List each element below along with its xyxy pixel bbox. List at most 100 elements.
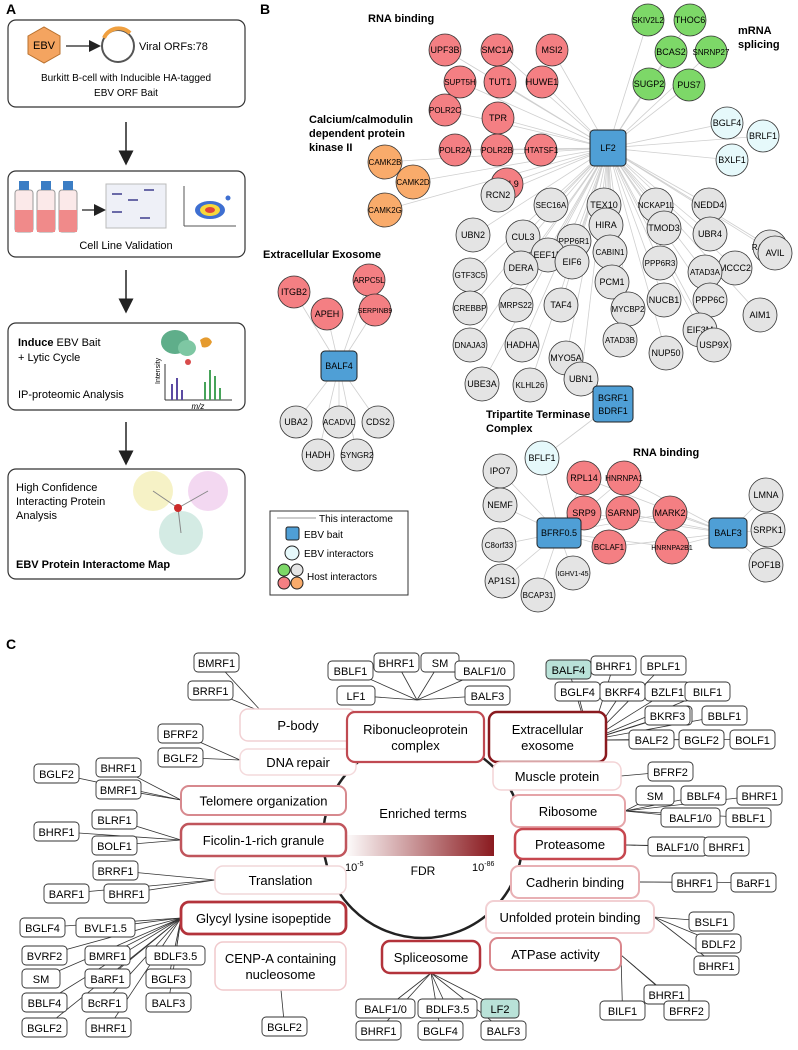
node-uba2 xyxy=(279,405,313,439)
node-nemf xyxy=(482,487,518,523)
node-brlf1 xyxy=(746,119,780,153)
gene-tag-label-dna-bfrf2: BFRF2 xyxy=(163,729,198,741)
node-label-serpinb9: SERPINB9 xyxy=(358,308,393,315)
gene-tag-label-ribo-lf1: LF1 xyxy=(347,691,366,703)
node-ppp6r3 xyxy=(642,245,678,281)
gene-tag-label-glyc-bvrf2: BVRF2 xyxy=(27,951,62,963)
term-ribosome xyxy=(510,794,626,828)
network-cluster-icon xyxy=(133,471,228,555)
gene-tag-label-glyc-bmrf1: BMRF1 xyxy=(89,951,126,963)
node-label-cds2: CDS2 xyxy=(366,417,390,427)
gene-tag-label-exo-balf2: BALF2 xyxy=(635,735,669,747)
node-hnrnpa2b1 xyxy=(654,529,690,565)
gene-tag-label-glyc-bhrf1: BHRF1 xyxy=(90,1023,126,1035)
ebv-label: EBV xyxy=(33,40,56,52)
gene-tag-exo-bilf1 xyxy=(684,681,731,702)
gene-tag-unf-bhrf1 xyxy=(693,955,740,976)
gene-tag-label-muscle-bfrf2: BFRF2 xyxy=(653,767,688,779)
term-label-spliceosome: Spliceosome xyxy=(394,950,468,965)
node-supt5h xyxy=(443,65,477,99)
node-tut1 xyxy=(483,65,517,99)
gene-tag-label-pbody-bmrf1: BMRF1 xyxy=(198,658,235,670)
edge xyxy=(580,147,609,380)
gene-tag-glyc-bdlf3-5 xyxy=(145,945,206,966)
node-ighv1-45 xyxy=(555,555,591,591)
gene-tag-glyc-bvrf2 xyxy=(21,945,68,966)
node-label-lmna: LMNA xyxy=(753,490,778,500)
node-label-nckap1l: NCKAP1L xyxy=(638,201,675,210)
node-label-srp9: SRP9 xyxy=(572,508,596,518)
legend-line-label: This interactome xyxy=(319,514,393,525)
gene-tag-label-exo-balf4: BALF4 xyxy=(552,665,586,677)
node-label-ubr4: UBR4 xyxy=(698,229,722,239)
legend-host-green xyxy=(277,563,291,577)
gene-tag-label-glyc-bblf4: BBLF4 xyxy=(28,998,62,1010)
node-label-sarnp: SARNP xyxy=(607,508,638,518)
node-label-cabin1: CABIN1 xyxy=(596,248,625,257)
gene-tag-label-exo-bzlf1: BZLF1 xyxy=(651,687,684,699)
protein-complex-icon xyxy=(161,330,212,365)
node-cds2 xyxy=(361,405,395,439)
gene-tag-label-glyc-balf3: BALF3 xyxy=(152,998,186,1010)
term-label-translation: Translation xyxy=(249,873,313,888)
gene-tag-ribosome-bhrf1 xyxy=(736,785,783,806)
term-label-telomere-organization: Telomere organization xyxy=(200,794,328,809)
node-label-syngr2: SYNGR2 xyxy=(341,451,374,460)
step-4-line-3: Analysis xyxy=(16,510,57,522)
node-label-huwe1: HUWE1 xyxy=(526,77,559,87)
node-ubn2 xyxy=(455,217,491,253)
term-proteasome xyxy=(513,827,627,861)
node-label-ighv1-45: IGHV1-45 xyxy=(557,571,588,578)
node-crebbp xyxy=(452,290,488,326)
node-label-sec16a: SEC16A xyxy=(536,201,567,210)
viral-orfs-text: Viral ORFs:78 xyxy=(139,41,208,53)
node-label-hadh: HADH xyxy=(305,450,331,460)
node-label-hnrnpa2b1: HNRNPA2B1 xyxy=(651,545,693,552)
panel-a: A EBV Viral ORFs:78 Burkitt B-cell with … xyxy=(6,1,246,580)
node-label-htatsf1: HTATSF1 xyxy=(524,146,559,155)
node-label-pus7: PUS7 xyxy=(677,80,701,90)
gene-tag-ribo-balf1-0 xyxy=(454,660,515,681)
node-label-atad3a: ATAD3A xyxy=(690,268,721,277)
legend-interactor-label: EBV interactors xyxy=(304,549,373,560)
gene-tag-label-exo-bkrf4: BKRF4 xyxy=(605,687,640,699)
gene-tag-label-unf-bslf1: BSLF1 xyxy=(695,917,729,929)
fdr-gradient-bar xyxy=(344,835,494,856)
node-label-camk2b: CAMK2B xyxy=(369,158,402,167)
node-msi2 xyxy=(535,33,569,67)
term-unfolded-protein-binding xyxy=(485,900,655,934)
edge xyxy=(607,147,761,316)
gene-tag-ribo-bblf1 xyxy=(327,660,374,681)
gene-tag-atp-bilf1 xyxy=(599,1000,646,1021)
node-sec16a xyxy=(533,187,569,223)
gene-tag-splice-bdlf3-5 xyxy=(417,998,478,1019)
gene-tag-splice-bhrf1 xyxy=(355,1020,402,1041)
gene-tag-trans-brrf1 xyxy=(92,860,139,881)
gene-tag-label-exo-bolf1: BOLF1 xyxy=(735,735,770,747)
gene-tag-glyc-bmrf1 xyxy=(84,945,131,966)
gene-tag-label-telo-bhrf1: BHRF1 xyxy=(100,763,136,775)
gene-tag-label-ribosome-sm: SM xyxy=(647,791,664,803)
intensity-label: Intensity xyxy=(155,357,162,384)
gene-tag-telo-bglf2 xyxy=(33,763,80,784)
gene-tag-fico-bolf1 xyxy=(91,835,138,856)
gene-tag-label-exo-bilf1: BILF1 xyxy=(693,687,722,699)
node-polr2c xyxy=(428,93,462,127)
node-label-mark2: MARK2 xyxy=(654,508,685,518)
node-hadha xyxy=(504,327,540,363)
edge xyxy=(469,147,609,309)
gene-tag-label-ribo-balf1-0: BALF1/0 xyxy=(463,666,506,678)
gene-tag-label-cenp-bglf2: BGLF2 xyxy=(267,1022,302,1034)
gene-tag-fico-blrf1 xyxy=(91,809,138,830)
edge xyxy=(444,109,609,149)
node-dnaja3 xyxy=(452,327,488,363)
gene-tag-label-fico-bhrf1: BHRF1 xyxy=(38,827,74,839)
gene-tag-label-ribo-sm: SM xyxy=(432,658,449,670)
node-snrnp27 xyxy=(694,35,728,69)
gene-tag-label-splice-bhrf1: BHRF1 xyxy=(360,1026,396,1038)
edge xyxy=(607,147,667,354)
term-label-cadherin-binding: Cadherin binding xyxy=(526,875,624,890)
node-klhl26 xyxy=(512,367,548,403)
